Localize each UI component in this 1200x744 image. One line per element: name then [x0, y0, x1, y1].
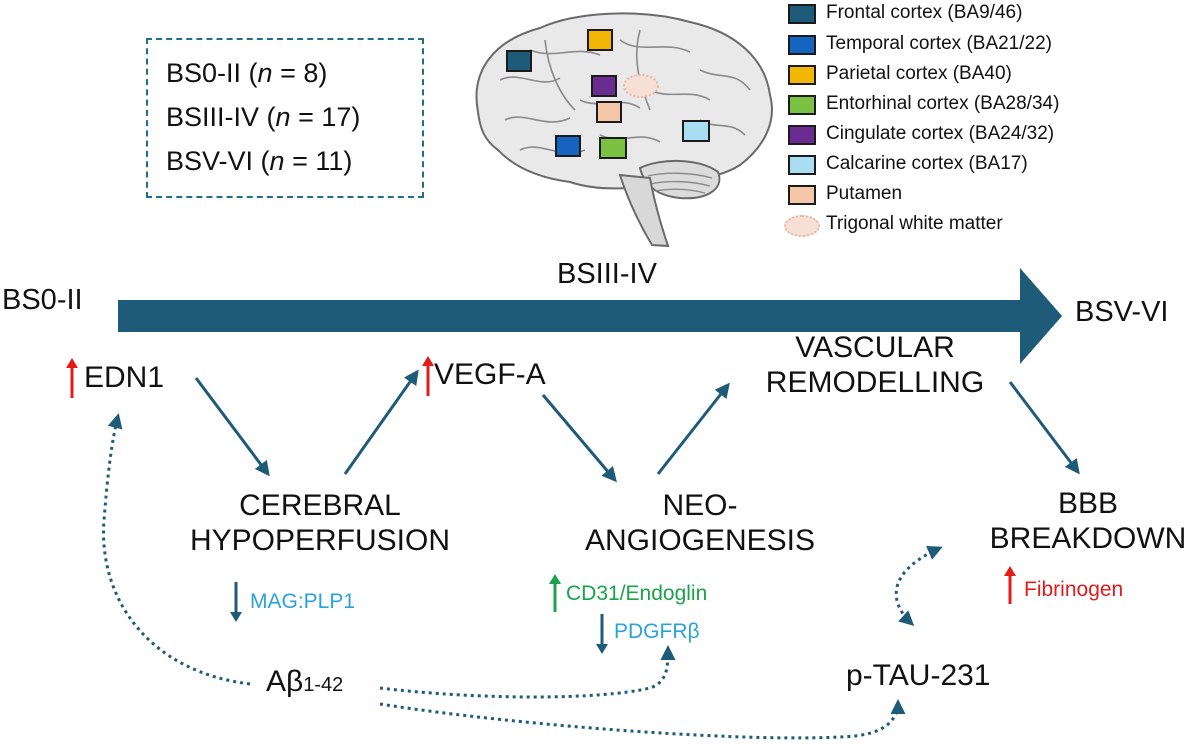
arrow-edn1-to-hypoperfusion [194, 377, 270, 477]
legend-swatch [788, 125, 816, 145]
timeline-middle-label: BSIII-IV [557, 258, 657, 290]
legend-swatch [784, 215, 820, 237]
dotted-arrow-abeta-to-edn1 [102, 413, 251, 686]
region-temporal [555, 135, 581, 157]
legend-swatch [788, 4, 816, 24]
legend-label: Cingulate cortex (BA24/32) [826, 123, 1055, 144]
dotted-arrow-abeta-to-ptau [379, 699, 906, 740]
arrow-remodelling-to-bbb [1008, 381, 1080, 475]
node-ptau-231: p-TAU-231 [846, 659, 991, 692]
legend-swatch [788, 35, 816, 55]
arrow-neoangiogenesis-to-remodelling [656, 382, 730, 475]
stage-line-bsv-vi: BSV-VI (n = 11) [166, 146, 353, 176]
node-cerebral-hypoperfusion: CEREBRAL HYPOPERFUSION [189, 489, 451, 558]
stage-sample-box: BS0-II (n = 8) BSIII-IV (n = 17) BSV-VI … [146, 38, 424, 198]
region-cingulate [591, 75, 617, 97]
node-edn1: EDN1 [84, 361, 165, 394]
region-parietal [587, 29, 613, 51]
region-putamen [596, 101, 622, 123]
brain-cerebellum-folia [647, 172, 713, 194]
region-frontal [506, 50, 532, 72]
node-vascular-remodelling: VASCULAR REMODELLING [765, 331, 985, 400]
timeline-end-label: BSV-VI [1075, 296, 1169, 328]
marker-pdgfrb: PDGFRβ [614, 620, 700, 643]
legend-swatch [788, 95, 816, 115]
legend-label: Calcarine cortex (BA17) [826, 153, 1028, 174]
region-calcarine [682, 120, 710, 142]
stage-line-bs0-ii: BS0-II (n = 8) [166, 58, 328, 88]
node-vegf-a: VEGF-A [434, 358, 546, 391]
brain-illustration [475, 12, 773, 248]
marker-cd31-endoglin: CD31/Endoglin [566, 582, 708, 605]
legend-swatch [788, 185, 816, 205]
up-arrow-edn1-head [66, 358, 78, 368]
down-arrow-mag-head [230, 612, 242, 622]
dotted-arrow-abeta-to-pdgfrb [379, 645, 676, 699]
node-neoangiogenesis: NEO- ANGIOGENESIS [584, 489, 816, 558]
legend-swatch [788, 155, 816, 175]
brain-stem [618, 173, 670, 248]
marker-fibrinogen: Fibrinogen [1024, 578, 1124, 601]
legend-label: Frontal cortex (BA9/46) [826, 2, 1023, 23]
down-arrow-pdgfrb-head [596, 644, 608, 654]
marker-mag-plp1: MAG:PLP1 [250, 590, 356, 613]
up-arrow-vegf-head [422, 356, 434, 366]
node-abeta: Aβ1-42 [266, 665, 344, 698]
arrow-vegf-to-neoangiogenesis [541, 394, 617, 483]
legend-label: Entorhinal cortex (BA28/34) [826, 93, 1060, 114]
stage-line-bsiii-iv: BSIII-IV (n = 17) [166, 102, 361, 132]
legend-label: Temporal cortex (BA21/22) [826, 33, 1052, 54]
up-arrow-fibrinogen-head [1004, 566, 1016, 576]
region-entorhinal [599, 137, 627, 159]
legend-label: Trigonal white matter [826, 213, 1003, 234]
arrow-hypoperfusion-to-vegf [343, 369, 419, 475]
up-arrow-cd31-head [549, 574, 561, 584]
dotted-arrow-ptau-bbb [894, 545, 943, 627]
legend-label: Parietal cortex (BA40) [826, 63, 1012, 84]
legend-label: Putamen [826, 183, 903, 204]
timeline-start-label: BS0-II [2, 284, 83, 316]
legend-swatch [788, 65, 816, 85]
node-bbb-breakdown: BBB BREAKDOWN [989, 487, 1187, 556]
timeline-arrow [118, 268, 1062, 364]
region-trigonal-white-matter [623, 74, 659, 98]
brain-cerebrum [475, 12, 773, 190]
